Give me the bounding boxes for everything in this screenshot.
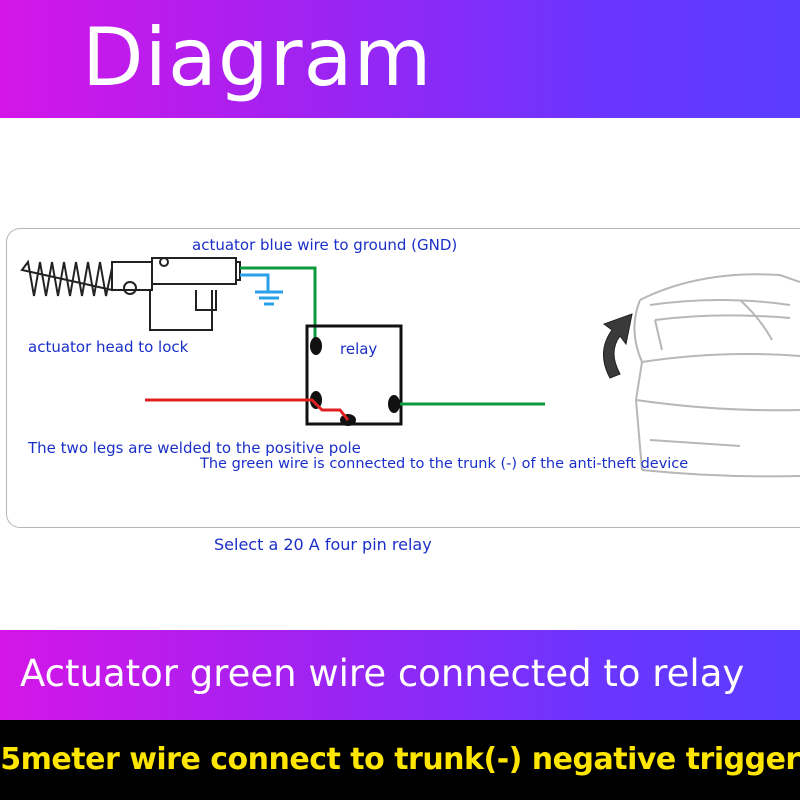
header-banner: Diagram — [0, 0, 800, 118]
actuator-head-label: actuator head to lock — [28, 338, 189, 356]
green-wire-trunk-label: The green wire is connected to the trunk… — [200, 456, 689, 472]
car-trunk-icon — [633, 273, 800, 478]
relay-label: relay — [340, 340, 378, 358]
page-title: Diagram — [82, 11, 433, 104]
note-text: 5meter wire connect to trunk(-) negative… — [0, 742, 800, 777]
note-banner: 5meter wire connect to trunk(-) negative… — [0, 720, 800, 800]
blue-wire-label: actuator blue wire to ground (GND) — [192, 236, 458, 254]
caption-text: Actuator green wire connected to relay — [20, 652, 745, 695]
legs-welded-label: The two legs are welded to the positive … — [28, 439, 361, 457]
curved-arrow-icon — [602, 313, 633, 379]
actuator-icon — [20, 257, 241, 331]
actuator-green-wire — [240, 266, 317, 340]
caption-banner: Actuator green wire connected to relay — [0, 630, 800, 720]
relay-spec-label: Select a 20 A four pin relay — [214, 535, 432, 554]
blue-wire — [240, 273, 283, 306]
diagram-panel — [6, 228, 800, 528]
red-positive-wire — [145, 398, 350, 421]
